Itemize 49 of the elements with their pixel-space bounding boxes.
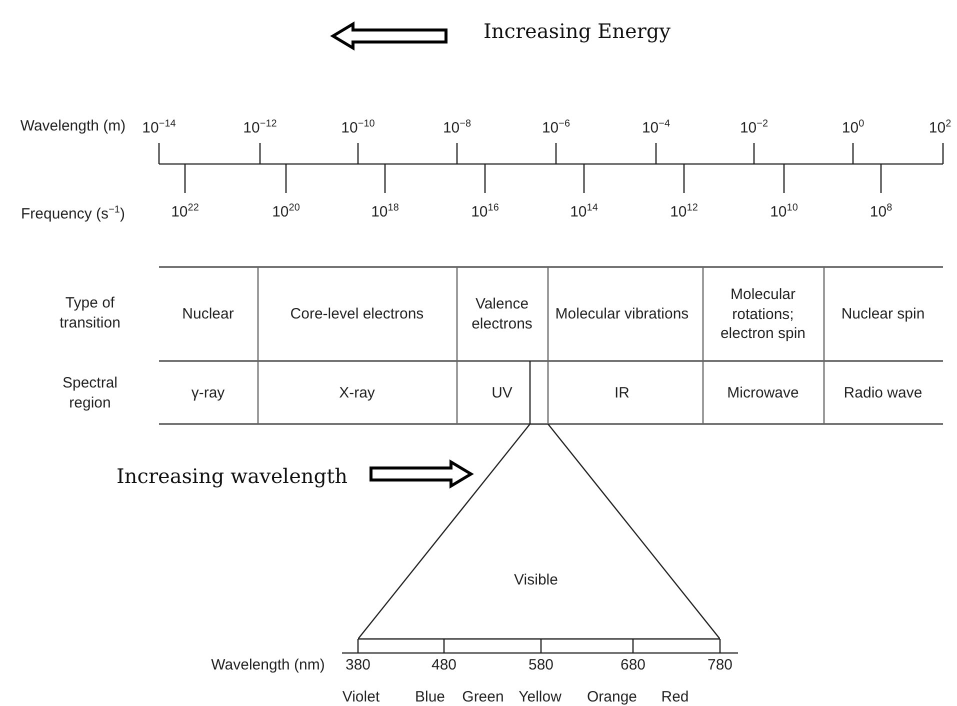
- color-name: Yellow: [518, 687, 562, 706]
- row-header: Spectral region: [61, 374, 119, 412]
- tick-label: 10$^{20}$: [272, 202, 300, 222]
- annotation: Increasing Energy: [484, 18, 670, 44]
- tick-label: 10$^{−4}$: [642, 118, 670, 138]
- tick-label: 10$^{−6}$: [542, 118, 570, 138]
- tick-label: 10$^{−14}$: [142, 118, 176, 138]
- spectral-region: IR: [614, 383, 630, 403]
- annotation: Increasing wavelength: [116, 463, 348, 489]
- transition-type: Molecular vibrations: [554, 304, 690, 324]
- axis-title: Wavelength (m): [20, 116, 126, 136]
- transition-type: Valence electrons: [470, 294, 534, 334]
- axis-title: Frequency (s$^{−1}$): [21, 204, 125, 224]
- spectral-region: Microwave: [726, 383, 800, 403]
- spectral-region: γ-ray: [190, 383, 226, 403]
- color-name: Blue: [414, 687, 446, 706]
- transition-type: Molecular rotations; electron spin: [719, 284, 807, 344]
- tick-label: 10$^{2}$: [928, 118, 952, 138]
- tick-label: 680: [620, 655, 646, 675]
- tick-label: 10$^{10}$: [770, 202, 798, 222]
- tick-label: 10$^{−12}$: [243, 118, 277, 138]
- tick-label: 480: [431, 655, 457, 675]
- tick-label: 780: [707, 655, 733, 675]
- region-label: Visible: [514, 570, 558, 590]
- tick-label: 10$^{−10}$: [341, 118, 375, 138]
- tick-label: 580: [528, 655, 554, 675]
- tick-label: 10$^{12}$: [670, 202, 698, 222]
- color-name: Orange: [586, 687, 638, 706]
- transition-type: Nuclear spin: [840, 304, 926, 324]
- transition-type: Nuclear: [181, 304, 235, 324]
- spectral-region: Radio wave: [842, 383, 924, 403]
- spectrum-triangle: [358, 424, 720, 639]
- color-name: Violet: [342, 687, 380, 706]
- tick-label: 10$^{−8}$: [442, 118, 472, 138]
- axis-title: Wavelength (nm): [211, 655, 325, 675]
- tick-label: 10$^{16}$: [471, 202, 499, 222]
- transition-type: Core-level electrons: [289, 304, 425, 324]
- tick-label: 10$^{8}$: [870, 202, 892, 222]
- tick-label: 10$^{0}$: [842, 118, 864, 138]
- tick-label: 10$^{18}$: [371, 202, 399, 222]
- color-name: Red: [661, 687, 689, 706]
- spectral-region: UV: [490, 383, 514, 403]
- spectral-region: X-ray: [338, 383, 376, 403]
- color-name: Green: [462, 687, 504, 706]
- tick-label: 10$^{−2}$: [740, 118, 768, 138]
- row-header: Type of transition: [58, 294, 122, 332]
- tick-label: 10$^{14}$: [570, 202, 598, 222]
- tick-label: 380: [345, 655, 371, 675]
- tick-label: 10$^{22}$: [171, 202, 199, 222]
